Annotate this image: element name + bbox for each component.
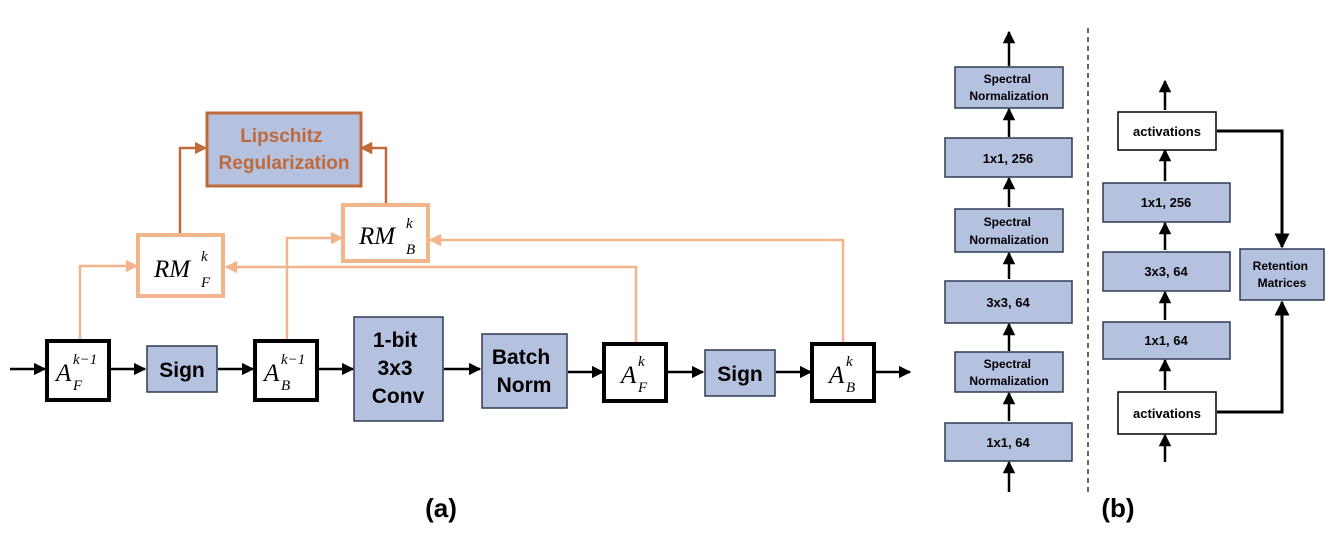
af-prev-label: A k−1 F xyxy=(54,343,104,394)
block-label: 3x3, 64 xyxy=(986,295,1030,310)
af-k-label: A k F xyxy=(619,345,651,396)
rmf-k-label: RM k F xyxy=(153,240,214,291)
activations-to-retention-line xyxy=(1217,129,1290,249)
retention-matrices-box xyxy=(1239,248,1325,301)
stack-block-3x3-64 xyxy=(1102,251,1231,292)
block-label: 1x1, 256 xyxy=(1141,195,1192,210)
panel-a: Lipschitz Regularization RM k F RM k B A… xyxy=(10,111,912,523)
rmb-k-label: RM k B xyxy=(358,207,419,258)
panel-b-caption: (b) xyxy=(1101,493,1134,523)
lipschitz-label: Lipschitz Regularization xyxy=(219,126,350,174)
batch-norm-block xyxy=(481,333,568,409)
af-prev-to-rmf-line xyxy=(78,259,139,340)
rmb-to-lipschitz-line xyxy=(359,141,388,204)
activations-box xyxy=(1117,111,1217,151)
rmf-to-lipschitz-line xyxy=(178,141,208,234)
stack-block-1x1-64 xyxy=(944,422,1073,462)
block-label: 1x1, 256 xyxy=(983,151,1034,166)
af-k-to-rmf-line xyxy=(224,260,638,343)
spectral-norm-block xyxy=(954,351,1064,393)
block-label: Spectral Normalization xyxy=(969,215,1048,247)
block-label: Spectral Normalization xyxy=(969,72,1048,103)
rmf-k-box xyxy=(136,233,225,298)
stack-block-1x1-64 xyxy=(1102,321,1231,360)
batch-norm-label: Batch Norm xyxy=(492,346,556,397)
block-label: activations xyxy=(1133,406,1201,421)
stack-block-3x3-64 xyxy=(944,280,1073,324)
block-label: Spectral Normalization xyxy=(969,357,1048,388)
block-label: 3x3, 64 xyxy=(1144,264,1188,279)
stack-block-1x1-256 xyxy=(944,137,1073,178)
conv-label: 1-bit 3x3 Conv xyxy=(372,329,425,408)
ab-k-label: A k B xyxy=(827,345,859,396)
ab-prev-node xyxy=(253,339,319,402)
stack-block-1x1-256 xyxy=(1102,182,1231,223)
panel-b-left-stack: 1x1, 64 Spectral Normalization 3x3, 64 S… xyxy=(944,30,1073,492)
ab-k-node xyxy=(810,342,876,403)
block-label: activations xyxy=(1133,124,1201,139)
ab-prev-to-rmb-line xyxy=(285,231,344,340)
ab-prev-label: A k−1 B xyxy=(262,343,312,394)
lipschitz-regularization-box xyxy=(205,111,363,188)
panel-b-right-stack: activations 1x1, 64 3x3, 64 1x1, 256 act… xyxy=(1101,79,1325,523)
block-label: 1x1, 64 xyxy=(1144,333,1188,348)
block-label: 1x1, 64 xyxy=(986,435,1030,450)
retention-label: Retention Matrices xyxy=(1253,259,1312,290)
sign-block xyxy=(146,345,218,393)
binary-conv-block xyxy=(353,316,444,422)
spectral-norm-block xyxy=(954,208,1064,253)
af-k-node xyxy=(602,342,668,403)
sign-block xyxy=(704,349,776,397)
rmb-k-box xyxy=(341,203,430,263)
ab-k-to-rmb-line xyxy=(428,233,845,343)
sign-label: Sign xyxy=(159,359,205,382)
spectral-norm-block xyxy=(954,66,1064,109)
af-prev-node xyxy=(45,339,111,402)
panel-a-caption: (a) xyxy=(425,493,457,523)
activations-to-retention-line xyxy=(1217,300,1290,414)
activations-box xyxy=(1117,391,1217,435)
sign-label: Sign xyxy=(717,363,763,386)
